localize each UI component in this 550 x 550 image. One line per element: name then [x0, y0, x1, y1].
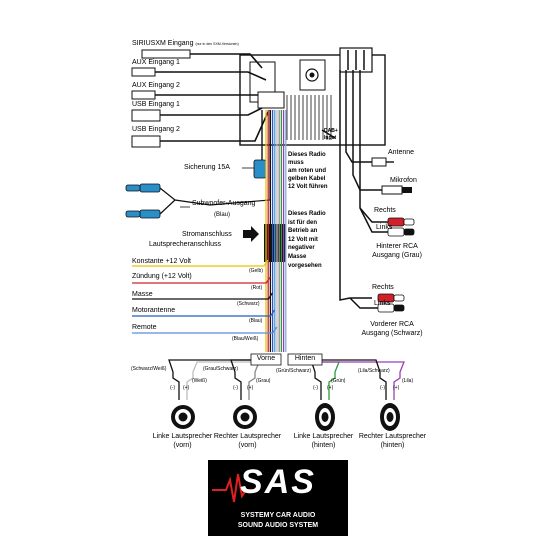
speaker-icon-cone [178, 412, 188, 422]
logo-heartbeat [212, 473, 256, 503]
sas-logo: SAS SYSTEMY CAR AUDIO SOUND AUDIO SYSTEM [208, 460, 348, 536]
usb2-input-label: USB Eingang 2 [132, 126, 180, 133]
logo-line2: SOUND AUDIO SYSTEM [237, 522, 319, 529]
spk3-polarity-neg: (-) [313, 385, 318, 391]
subwoofer-label: Subwoofer-Ausgang [192, 200, 256, 207]
rear-rca-plugs [387, 217, 415, 237]
speaker-caption-rear-left: Linke Lautsprecher(hinten) [293, 433, 354, 449]
speaker-icon-cone [386, 412, 394, 422]
input-cables [155, 53, 269, 142]
note-black-ground: Dieses Radio ist für den Betrieb an 12 V… [288, 211, 326, 269]
speaker-icon-cone [321, 412, 329, 422]
siriusxm-input-label: SIRIUSXM Eingang (nur in den SXM-Version… [132, 40, 239, 47]
speaker-group-boxes [250, 353, 323, 366]
speaker-wire-neg [296, 359, 322, 400]
wire-label-ignition: Zündung (+12 Volt) [132, 273, 192, 280]
input-plugs [131, 49, 191, 148]
siriusxm-note: (nur in den SXM-Versionen) [195, 42, 239, 46]
power-wire [132, 276, 271, 284]
spk2-polarity-neg: (-) [233, 385, 238, 391]
speakers [171, 403, 400, 431]
right-cables [321, 70, 388, 309]
spk1-polarity-neg: (-) [170, 385, 175, 391]
usb1-input-label: USB Eingang 1 [132, 101, 180, 108]
antenna-label: Antenne [388, 149, 415, 156]
wire-color-ignition: (Rot) [251, 285, 263, 291]
microphone-plug [381, 185, 412, 195]
wire-bundle [265, 110, 287, 352]
rear-rca-left-label: Links [376, 224, 393, 231]
wire-label-constant: Konstante +12 Volt [132, 258, 191, 265]
front-rca-left-label: Links [374, 300, 391, 307]
microphone-label: Mikrofon [390, 177, 417, 184]
spk2-neg-color: (Grau/Schwarz) [203, 366, 239, 372]
spk1-neg-color: (Schwarz/Weiß) [131, 366, 167, 372]
power-wire [132, 292, 273, 300]
spk4-neg-color: (Lila/Schwarz) [358, 368, 390, 374]
subwoofer-plugs [125, 183, 161, 219]
aux2-input-label: AUX Eingang 2 [132, 82, 180, 89]
front-rca-title: Vorderer RCA Ausgang (Schwarz) [361, 321, 423, 337]
front-rca-plugs [377, 293, 405, 313]
speaker-icon-cone [240, 412, 250, 422]
wire-color-remote: (Blau/Weiß) [232, 336, 259, 342]
spk3-pos-color: (Grün) [331, 378, 346, 384]
subwoofer-color-label: (Blau) [214, 212, 231, 218]
spk4-polarity-pos: (+) [393, 385, 400, 391]
power-wire [132, 326, 278, 334]
power-wire [132, 309, 276, 317]
power-wires [132, 259, 278, 334]
speaker-caption-front-right: Rechter Lautsprecher(vorn) [213, 433, 282, 449]
spk1-polarity-pos: (+) [183, 385, 190, 391]
speaker-connector-label: Lautsprecheranschluss [149, 241, 221, 248]
aux1-input-label: AUX Eingang 1 [132, 59, 180, 66]
fuse-label: Sicherung 15A [184, 164, 230, 171]
dab-input-label: DAB+ Input [324, 128, 338, 141]
spk3-neg-color: (Grün/Schwarz) [276, 368, 312, 374]
speaker-caption-front-left: Linke Lautsprecher(vorn) [152, 433, 213, 449]
antenna-plug [371, 157, 394, 167]
wire-color-antenna-motor: (Blau) [249, 318, 263, 324]
rear-rca-title: Hinterer RCA Ausgang (Grau) [372, 243, 422, 259]
front-rca-right-label: Rechts [372, 284, 394, 291]
spk1-pos-color: (Weiß) [192, 378, 207, 384]
spk4-polarity-neg: (-) [380, 385, 385, 391]
logo-sas-text: SAS [240, 463, 316, 501]
spk2-polarity-pos: (+) [247, 385, 254, 391]
power-connector-label: Stromanschluss [182, 231, 232, 238]
wire-color-ground: (Schwarz) [237, 301, 260, 307]
power-wire [132, 259, 269, 267]
logo-line1: SYSTEMY CAR AUDIO [240, 512, 316, 519]
speaker-group-rear: Hinten [294, 355, 316, 362]
speaker-caption-rear-right: Rechter Lautsprecher(hinten) [358, 433, 427, 449]
wire-color-constant: (Gelb) [249, 268, 263, 274]
spk4-pos-color: (Lila) [402, 378, 414, 384]
spk2-pos-color: (Grau) [256, 378, 271, 384]
speaker-group-front: Vorne [256, 355, 276, 362]
note-red-yellow: Dieses Radio muss am roten und gelben Ka… [288, 152, 328, 190]
rear-rca-right-label: Rechts [374, 207, 396, 214]
wire-label-antenna-motor: Motorantenne [132, 307, 176, 314]
spk3-polarity-pos: (+) [327, 385, 334, 391]
wire-label-remote: Remote [132, 324, 157, 331]
wire-label-ground: Masse [132, 291, 153, 298]
